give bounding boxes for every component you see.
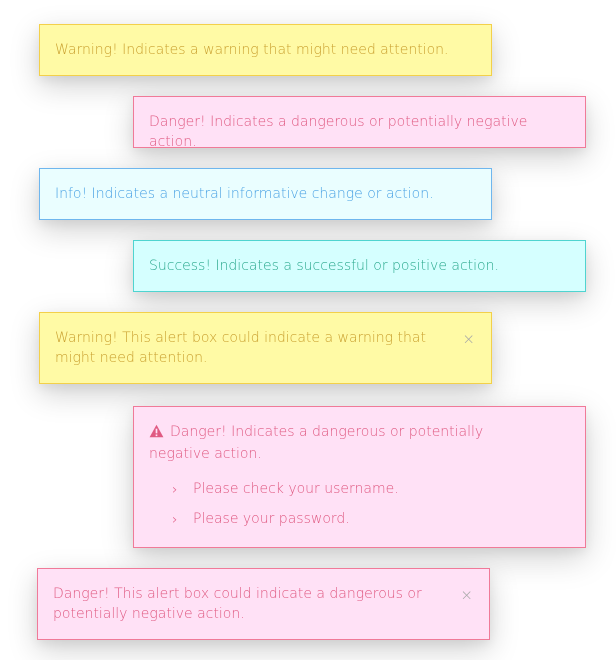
alert-text: Danger! This alert box could indicate a … xyxy=(53,586,422,622)
warning-alert: Warning! Indicates a warning that might … xyxy=(39,24,492,76)
alert-text: Danger! Indicates a dangerous or potenti… xyxy=(149,424,484,462)
dismissible-warning-alert: Warning! This alert box could indicate a… xyxy=(39,312,492,384)
chevron-right-icon: › xyxy=(172,512,178,528)
list-item: › Please your password. xyxy=(172,509,545,529)
alert-text: Warning! This alert box could indicate a… xyxy=(55,330,426,366)
danger-alert: Danger! Indicates a dangerous or potenti… xyxy=(133,96,586,150)
alert-text: Info! Indicates a neutral informative ch… xyxy=(55,186,434,202)
alert-text: Danger! Indicates a dangerous or potenti… xyxy=(149,114,528,150)
dismissible-danger-alert: Danger! This alert box could indicate a … xyxy=(37,568,490,640)
reason-list: › Please check your username. › Please y… xyxy=(149,479,545,529)
close-icon[interactable]: × xyxy=(460,586,473,604)
list-item-text: Please check your username. xyxy=(193,481,399,497)
close-icon[interactable]: × xyxy=(462,330,475,348)
success-alert: Success! Indicates a successful or posit… xyxy=(133,240,586,292)
alert-text: Success! Indicates a successful or posit… xyxy=(149,258,499,274)
alert-text: Warning! Indicates a warning that might … xyxy=(55,42,449,58)
info-alert: Info! Indicates a neutral informative ch… xyxy=(39,168,492,220)
list-item: › Please check your username. xyxy=(172,479,545,499)
warning-triangle-icon xyxy=(149,424,164,444)
danger-alert-with-list: Danger! Indicates a dangerous or potenti… xyxy=(133,406,586,548)
list-item-text: Please your password. xyxy=(193,511,350,527)
chevron-right-icon: › xyxy=(172,482,178,498)
